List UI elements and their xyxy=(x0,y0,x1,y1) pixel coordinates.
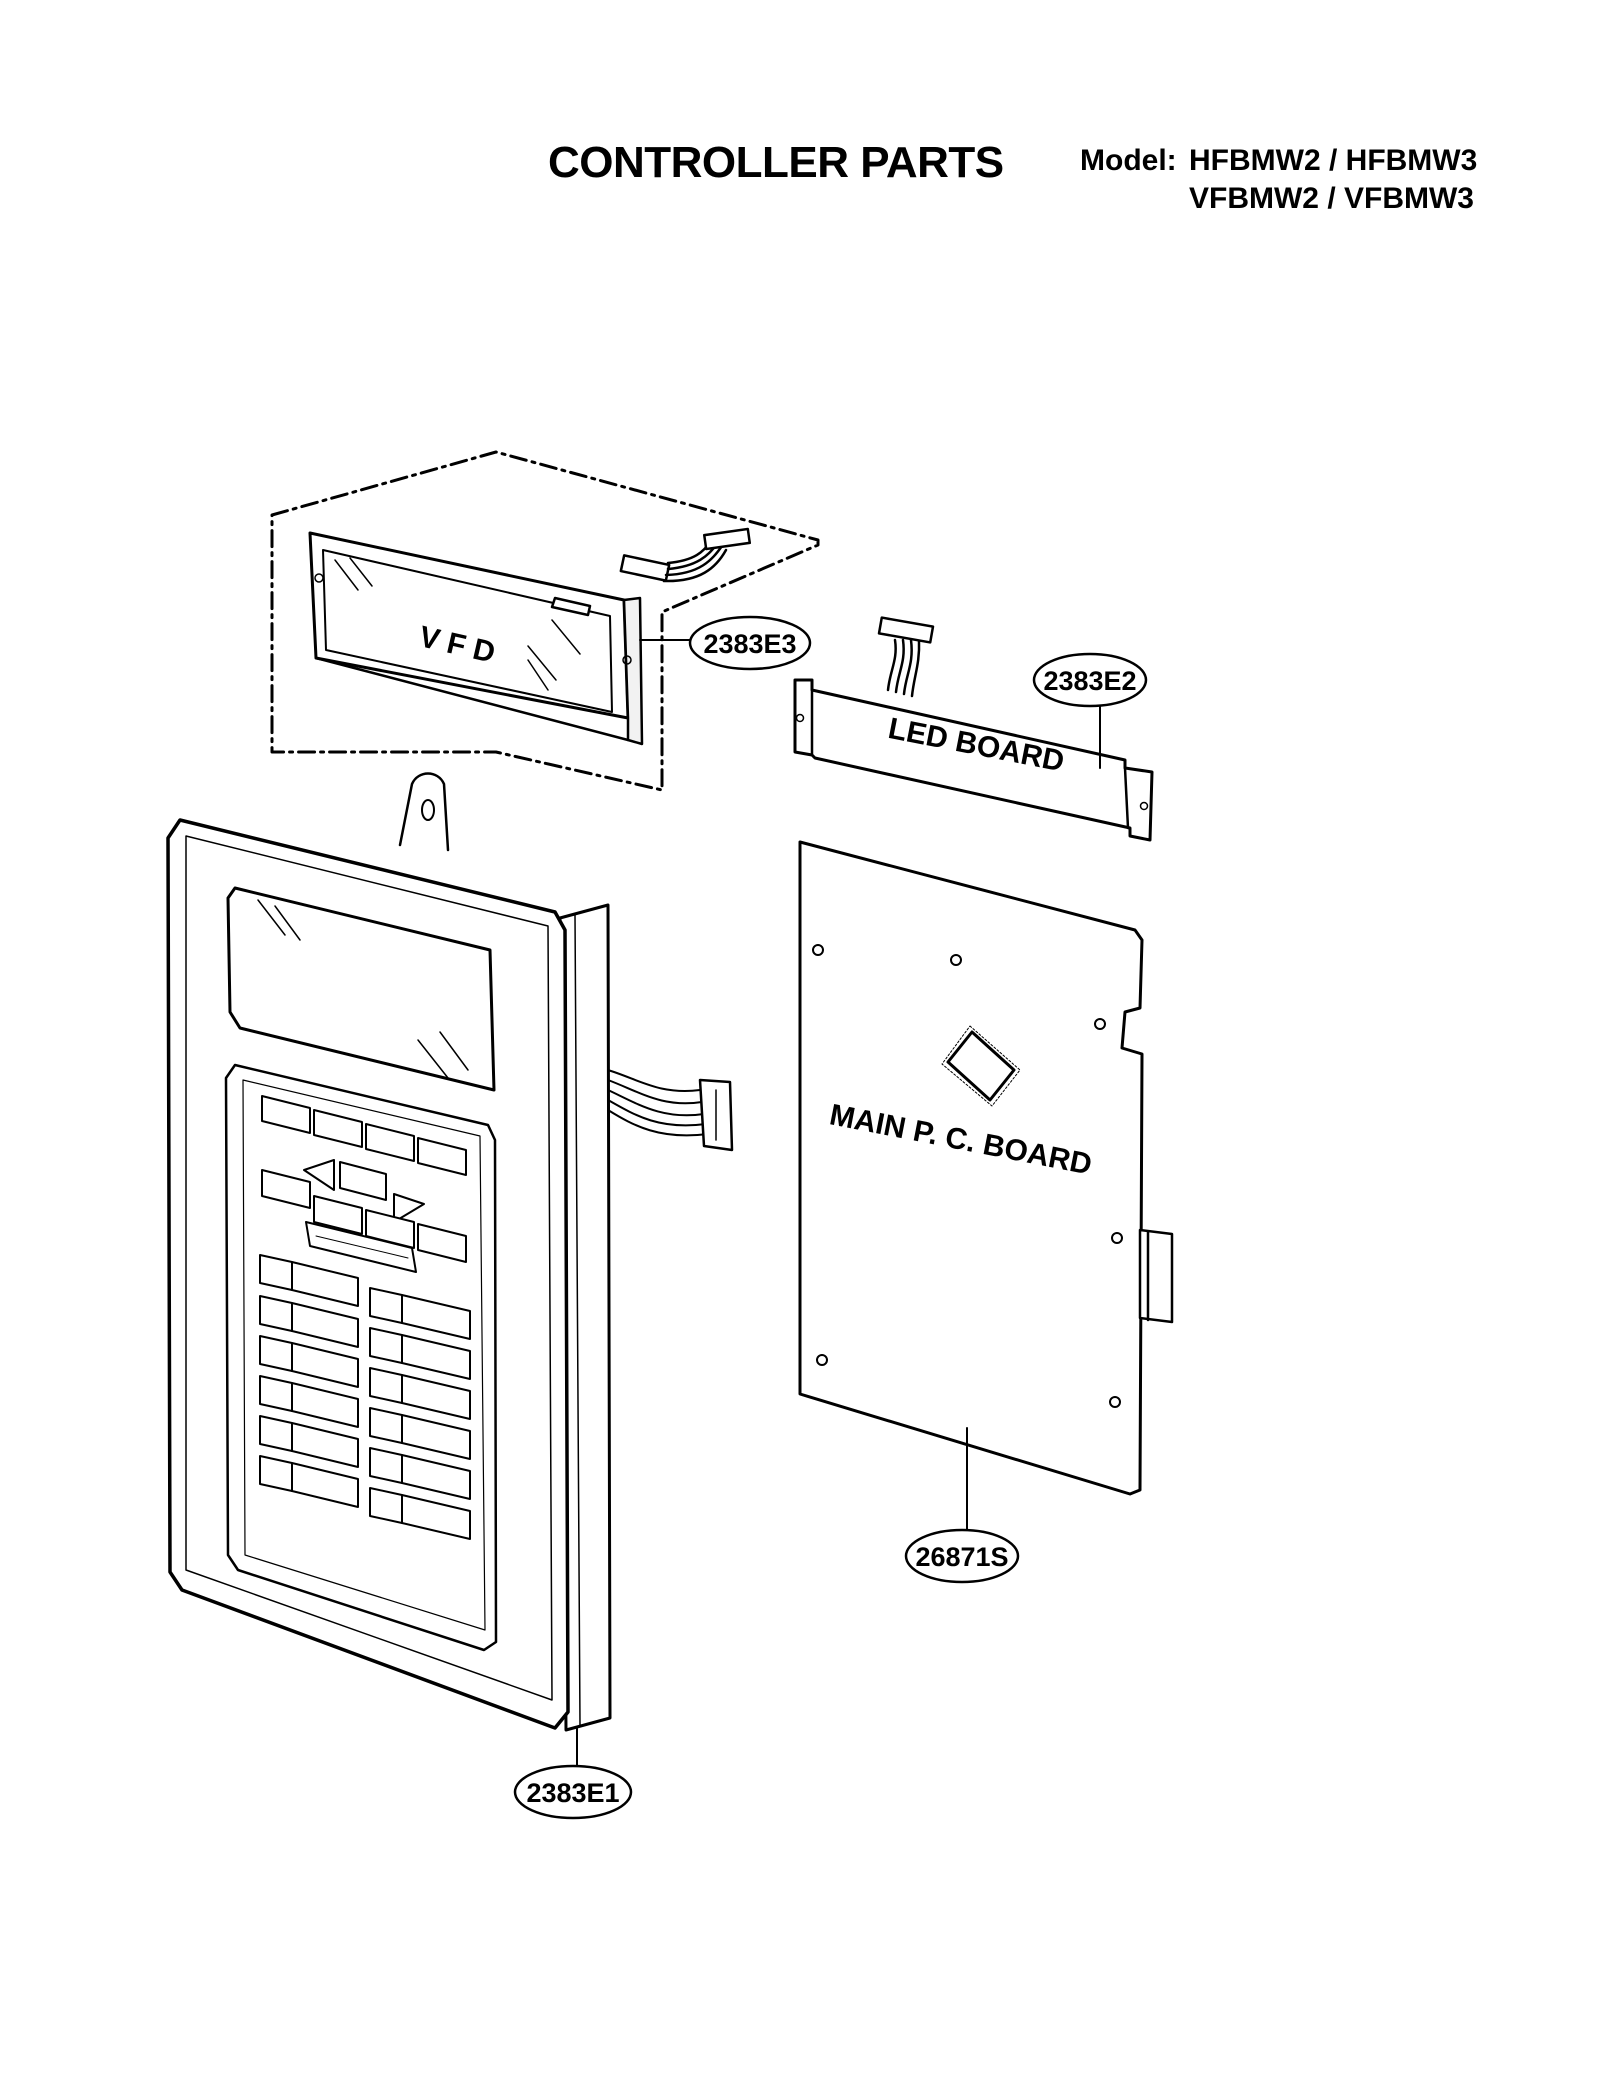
model-prefix: Model: xyxy=(1080,144,1177,177)
callout-2383E2: 2383E2 xyxy=(1032,652,1148,769)
model-numbers-line-1: HFBMW2 / HFBMW3 xyxy=(1189,144,1478,177)
right-arrow-icon xyxy=(393,1193,425,1223)
callout-26871S: 26871S xyxy=(904,1427,1020,1584)
keypad-keys-grid xyxy=(259,1254,471,1540)
callout-2383E3: 2383E3 xyxy=(639,615,812,671)
control-panel-wire-harness xyxy=(607,1069,734,1152)
vfd-dashed-enclosure xyxy=(270,450,820,792)
callout-label-control-panel: 2383E1 xyxy=(526,1778,619,1808)
page-title: CONTROLLER PARTS xyxy=(548,138,1004,187)
model-numbers-line-2: VFBMW2 / VFBMW3 xyxy=(1189,182,1474,215)
callout-2383E1: 2383E1 xyxy=(513,1727,633,1820)
display-window xyxy=(226,886,496,1092)
control-panel-assembly xyxy=(166,772,734,1732)
main-pc-board: MAIN P. C. BOARD xyxy=(798,840,1174,1496)
keypad-keys-top xyxy=(261,1095,467,1273)
vfd-glass xyxy=(322,549,613,713)
processor-chip xyxy=(946,1030,1016,1102)
callout-label-vfd: 2383E3 xyxy=(703,629,796,659)
callout-label-main-board: 26871S xyxy=(915,1542,1008,1572)
main-board-outline xyxy=(798,840,1144,1496)
led-board: LED BOARD xyxy=(793,616,1154,842)
left-arrow-icon xyxy=(303,1159,335,1191)
vfd-assembly: V F D xyxy=(270,450,820,792)
callout-label-led-board: 2383E2 xyxy=(1043,666,1136,696)
